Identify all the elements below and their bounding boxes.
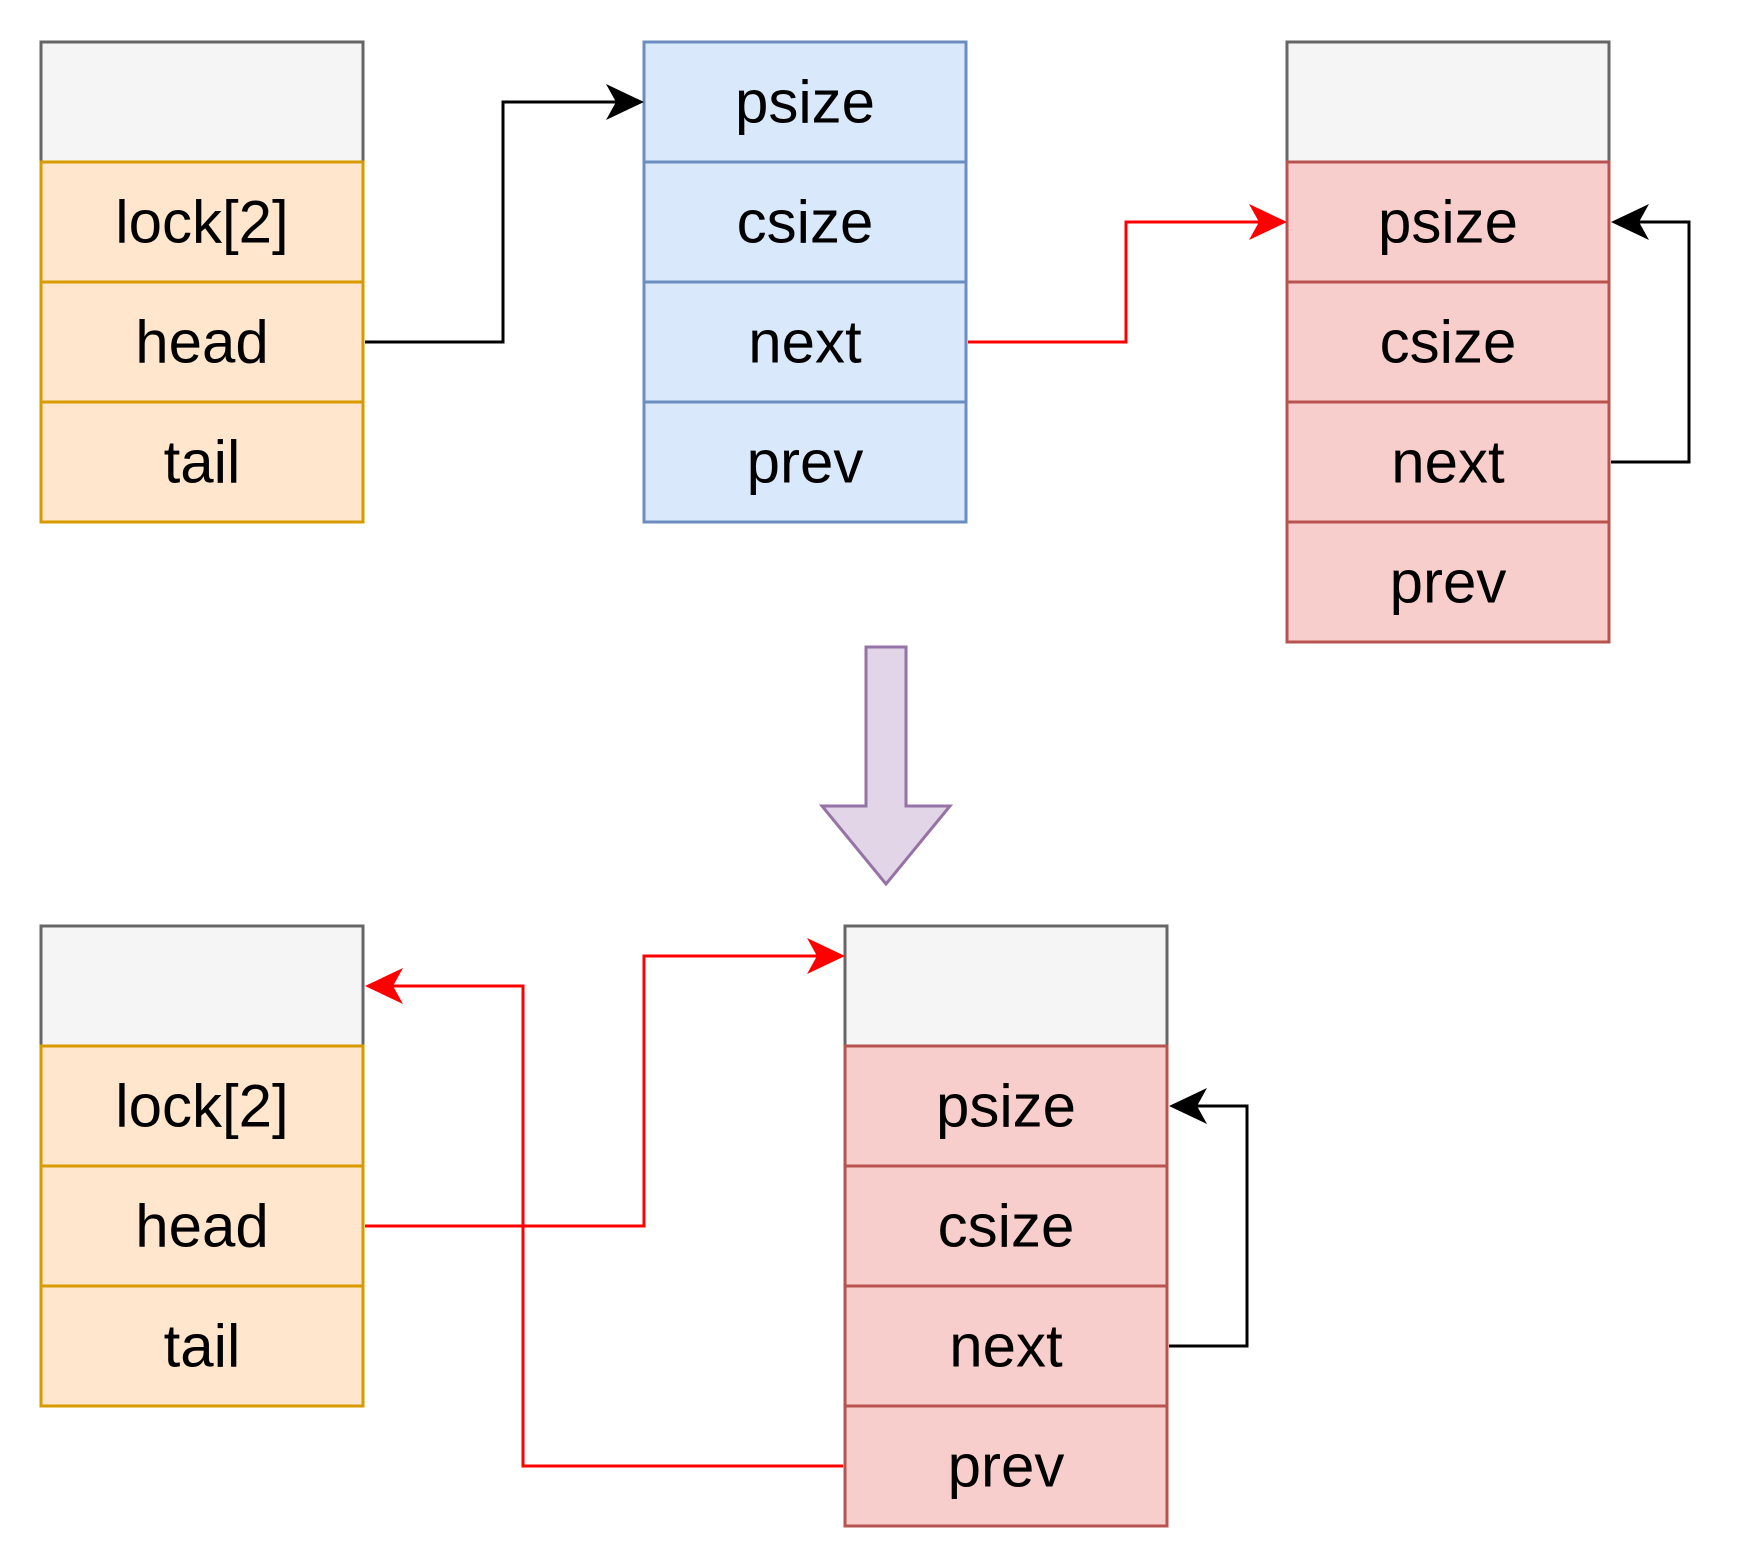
top-chunk-a-next-cell bbox=[642, 280, 968, 404]
top-chunk-a-next-to-chunk-b-arrow bbox=[968, 204, 1287, 344]
arrowhead-icon bbox=[606, 84, 644, 120]
bottom-bin-lock-label: lock[2] bbox=[115, 1073, 288, 1140]
top-bin-header bbox=[39, 40, 365, 164]
bottom-chunk-next-cell bbox=[843, 1284, 1169, 1408]
top-head-to-chunk-a-arrow bbox=[365, 84, 644, 344]
top-chunk-b-psize-label: psize bbox=[1378, 189, 1518, 256]
bottom-chunk-csize-label: csize bbox=[938, 1193, 1075, 1260]
bottom-bin-struct: lock[2] head tail bbox=[39, 924, 365, 1408]
top-chunk-a-psize-cell bbox=[642, 40, 968, 164]
bottom-bin-head-label: head bbox=[135, 1193, 268, 1260]
bottom-chunk-prev-cell bbox=[843, 1404, 1169, 1528]
top-chunk-b-next-cell bbox=[1285, 400, 1611, 524]
top-bin-tail-label: tail bbox=[164, 429, 241, 496]
bottom-chunk-next-label: next bbox=[949, 1313, 1063, 1380]
arrowhead-icon bbox=[807, 938, 845, 974]
arrowhead-icon bbox=[1169, 1088, 1207, 1124]
arrowhead-icon bbox=[1249, 204, 1287, 240]
top-chunk-a-prev-cell bbox=[642, 400, 968, 524]
bottom-chunk-psize-cell bbox=[843, 1044, 1169, 1168]
arrowhead-icon bbox=[1611, 204, 1649, 240]
top-chunk-b: psize csize next prev bbox=[1285, 40, 1611, 644]
top-chunk-a-prev-label: prev bbox=[747, 429, 864, 496]
top-chunk-a-next-label: next bbox=[748, 309, 862, 376]
top-chunk-b-header bbox=[1285, 40, 1611, 164]
arrowhead-icon bbox=[365, 968, 403, 1004]
bottom-bin-tail-label: tail bbox=[164, 1313, 241, 1380]
bottom-chunk-csize-cell bbox=[843, 1164, 1169, 1288]
bottom-head-to-chunk-arrow bbox=[365, 938, 845, 1228]
bottom-chunk-header bbox=[843, 924, 1169, 1048]
top-bin-head-cell bbox=[39, 280, 365, 404]
bottom-bin-tail-cell bbox=[39, 1284, 365, 1408]
top-chunk-a-psize-label: psize bbox=[735, 69, 875, 136]
top-bin-tail-cell bbox=[39, 400, 365, 524]
bottom-bin-head-cell bbox=[39, 1164, 365, 1288]
bottom-chunk-prev-label: prev bbox=[948, 1433, 1065, 1500]
top-bin-lock-label: lock[2] bbox=[115, 189, 288, 256]
top-bin-lock-cell bbox=[39, 160, 365, 284]
bottom-chunk-self-loop-arrow bbox=[1169, 1088, 1249, 1348]
bottom-chunk-prev-to-bin-arrow bbox=[365, 968, 843, 1468]
top-chunk-b-self-loop-arrow bbox=[1611, 204, 1691, 464]
top-bin-struct: lock[2] head tail bbox=[39, 40, 365, 524]
top-chunk-b-csize-label: csize bbox=[1380, 309, 1517, 376]
bottom-bin-header bbox=[39, 924, 365, 1048]
transition-down-arrow-icon bbox=[818, 645, 954, 887]
bottom-bin-lock-cell bbox=[39, 1044, 365, 1168]
top-chunk-b-prev-cell bbox=[1285, 520, 1611, 644]
top-chunk-b-prev-label: prev bbox=[1390, 549, 1507, 616]
top-bin-head-label: head bbox=[135, 309, 268, 376]
bottom-chunk-psize-label: psize bbox=[936, 1073, 1076, 1140]
top-chunk-a-csize-label: csize bbox=[737, 189, 874, 256]
bottom-chunk: psize csize next prev bbox=[843, 924, 1169, 1528]
top-chunk-b-next-label: next bbox=[1391, 429, 1505, 496]
top-chunk-a: psize csize next prev bbox=[642, 40, 968, 524]
